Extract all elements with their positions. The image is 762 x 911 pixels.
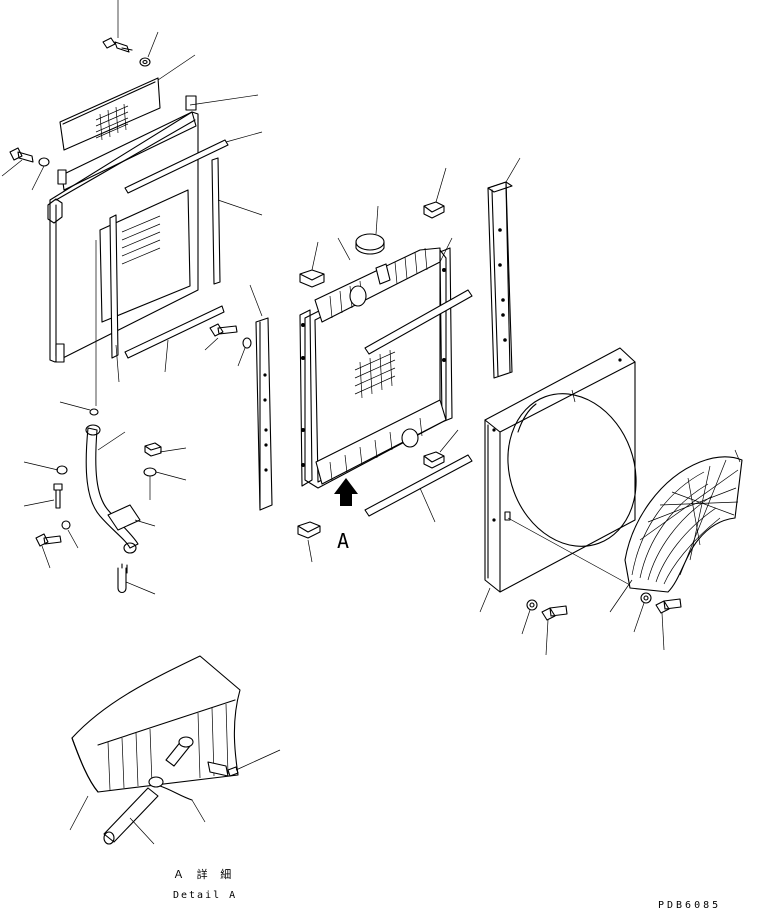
seal-strips-radiator bbox=[364, 289, 473, 523]
detail-title-en: Detail A bbox=[173, 890, 237, 901]
screen-panel bbox=[59, 54, 196, 151]
bolt-left-upper bbox=[1, 147, 50, 191]
rubber-blocks bbox=[297, 167, 459, 563]
drain-line-parts bbox=[59, 240, 156, 595]
radiator-cap bbox=[355, 205, 385, 255]
bolts-and-washers-left bbox=[23, 442, 187, 569]
fan-shroud bbox=[479, 347, 637, 613]
view-arrow-a: A bbox=[334, 478, 358, 553]
wing-bolt-top bbox=[102, 0, 133, 53]
view-marker-label: A bbox=[337, 529, 349, 553]
side-bracket-left bbox=[204, 284, 273, 511]
detail-title-jp: Ａ 詳 細 bbox=[173, 867, 234, 881]
side-bracket-right bbox=[487, 157, 521, 379]
rubber-seal-strips-left bbox=[109, 131, 263, 383]
shroud-hardware bbox=[521, 592, 682, 656]
detail-a-view bbox=[69, 655, 281, 845]
radiator-core bbox=[299, 237, 453, 489]
fan-guard bbox=[609, 449, 743, 613]
drawing-code: PDB6085 bbox=[658, 900, 721, 911]
washer-top bbox=[139, 31, 159, 67]
